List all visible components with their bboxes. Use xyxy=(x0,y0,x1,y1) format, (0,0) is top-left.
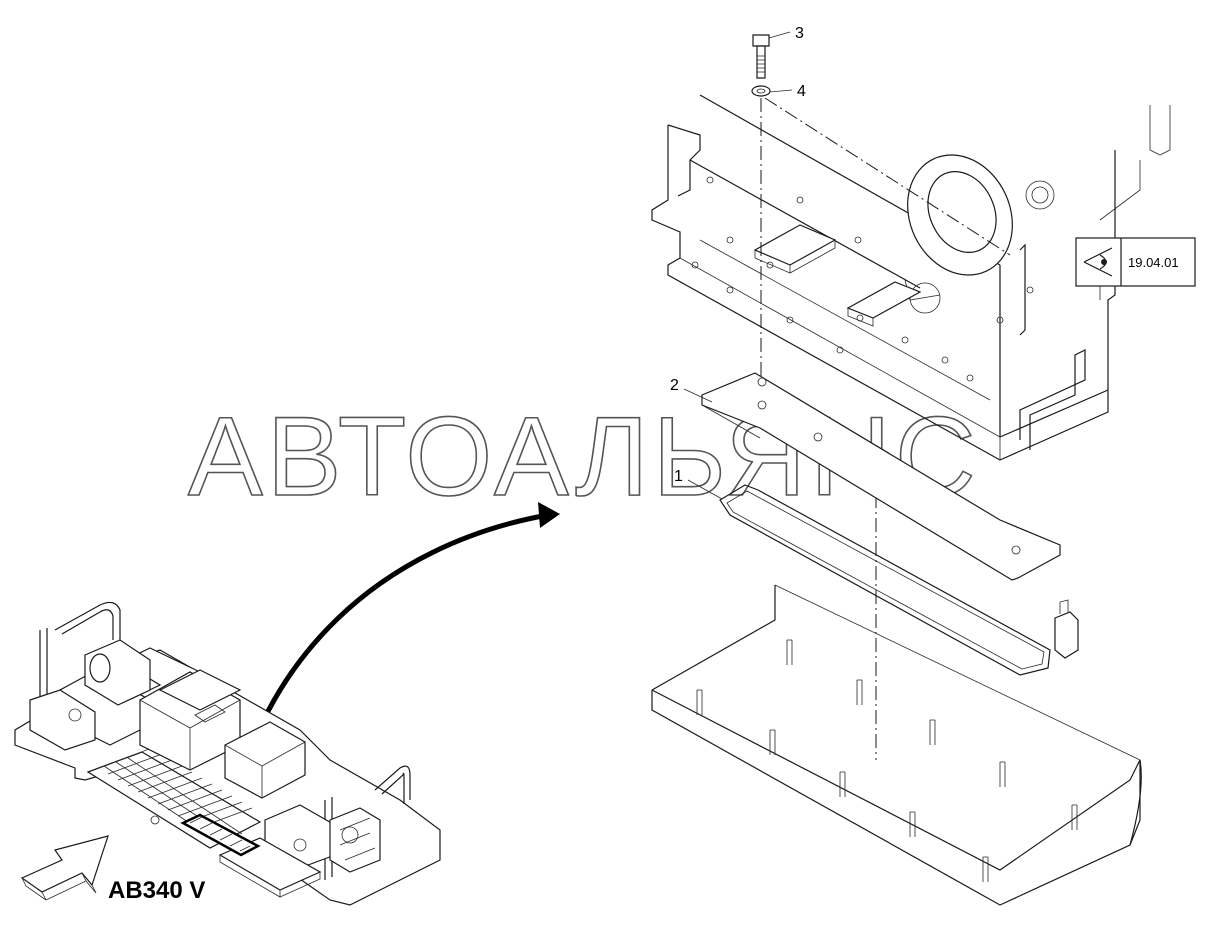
cover-plate xyxy=(701,372,1061,581)
seal-part xyxy=(719,484,1079,676)
base-plate xyxy=(651,584,1142,906)
eye-icon xyxy=(1083,247,1113,277)
callout-number: 2 xyxy=(670,377,679,394)
bolt-part xyxy=(752,34,770,79)
assembly-centerlines xyxy=(760,97,1011,760)
callout-number: 4 xyxy=(797,83,806,100)
grating-lines xyxy=(97,747,253,843)
callout-2: 2 xyxy=(670,377,713,403)
frame-housing xyxy=(651,94,1171,461)
reference-code: 19.04.01 xyxy=(1128,255,1179,270)
frame-holes xyxy=(691,176,1034,382)
washer-part xyxy=(751,85,771,97)
callout-3: 3 xyxy=(768,25,804,42)
machine-overview xyxy=(14,601,441,906)
callout-1: 1 xyxy=(674,468,723,500)
callout-number: 1 xyxy=(674,468,683,485)
callout-number: 3 xyxy=(795,25,804,42)
studs xyxy=(696,639,1078,882)
model-label: AB340 V xyxy=(108,877,205,904)
direction-arrow xyxy=(20,835,109,901)
reference-box: 19.04.01 xyxy=(1075,237,1196,287)
callout-4: 4 xyxy=(769,83,806,100)
